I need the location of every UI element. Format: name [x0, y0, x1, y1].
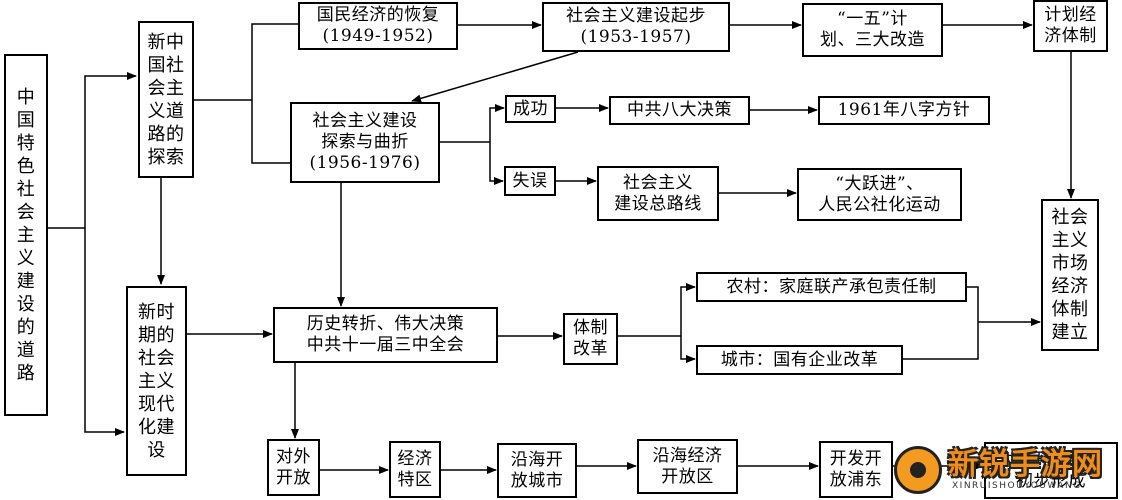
edge-twists-mistake [489, 142, 504, 185]
node-root: 中国特色社会主义建设的道路 [4, 54, 48, 416]
node-fiveyear: “一五”计 划、三大改造 [802, 3, 943, 57]
edge-reform-urban [680, 336, 696, 363]
node-market: 社会主义市场经济体制建立 [1041, 199, 1099, 351]
node-rural: 农村：家庭联产承包责任制 [696, 272, 967, 302]
node-generalline: 社会主义 建设总路线 [597, 166, 719, 221]
node-twists: 社会主义建设 探索与曲折 (1956-1976) [290, 102, 440, 183]
node-coastcity: 沿海开 放城市 [497, 443, 577, 498]
node-urban: 城市：国有企业改革 [696, 345, 903, 375]
node-reform: 体制 改革 [563, 313, 618, 365]
node-eighth: 中共八大决策 [609, 96, 750, 125]
node-success: 成功 [505, 95, 556, 123]
edge-explore-twists [251, 100, 290, 164]
node-leap: “大跃进”、 人民公社化运动 [797, 168, 962, 221]
node-newera: 新时期的社会主义现代化建设 [126, 286, 187, 476]
edge-urban-merge [903, 322, 979, 360]
edge-reform-rural [680, 283, 696, 336]
node-recovery: 国民经济的恢复 (1949-1952) [298, 2, 458, 50]
edge-rural-merge [967, 286, 979, 322]
watermark-text: 新锐手游网 [948, 447, 1103, 482]
edge-root-explore [48, 72, 137, 229]
node-turn: 历史转折、伟大决策 中共十一届三中全会 [273, 307, 498, 363]
node-mistake: 失误 [504, 166, 556, 196]
node-pattern: 对外开放格局 初步形成 [984, 442, 1118, 499]
gamepad-icon [894, 446, 942, 494]
watermark-subtext: XINRUISHOUYOUWANG [952, 481, 1082, 491]
node-planned: 计划经 济体制 [1033, 0, 1108, 52]
node-sez: 经济 特区 [389, 441, 441, 498]
node-opening: 对外 开放 [267, 439, 320, 496]
edge-root-newera [84, 228, 125, 436]
node-explore: 新中国社会主义道路的探索 [138, 21, 194, 178]
node-pudong: 开发开 放浦东 [819, 441, 893, 498]
node-1961: 1961年八字方针 [818, 96, 990, 125]
node-start: 社会主义建设起步 (1953-1957) [542, 2, 730, 52]
edge-twists-success [489, 104, 505, 142]
watermark-logo: 新锐手游网 XINRUISHOUYOUWANG [888, 440, 1122, 500]
node-coastzone: 沿海经济 开放区 [637, 439, 738, 494]
edge-start-twists [411, 51, 579, 103]
edge-explore-recovery [193, 23, 298, 101]
